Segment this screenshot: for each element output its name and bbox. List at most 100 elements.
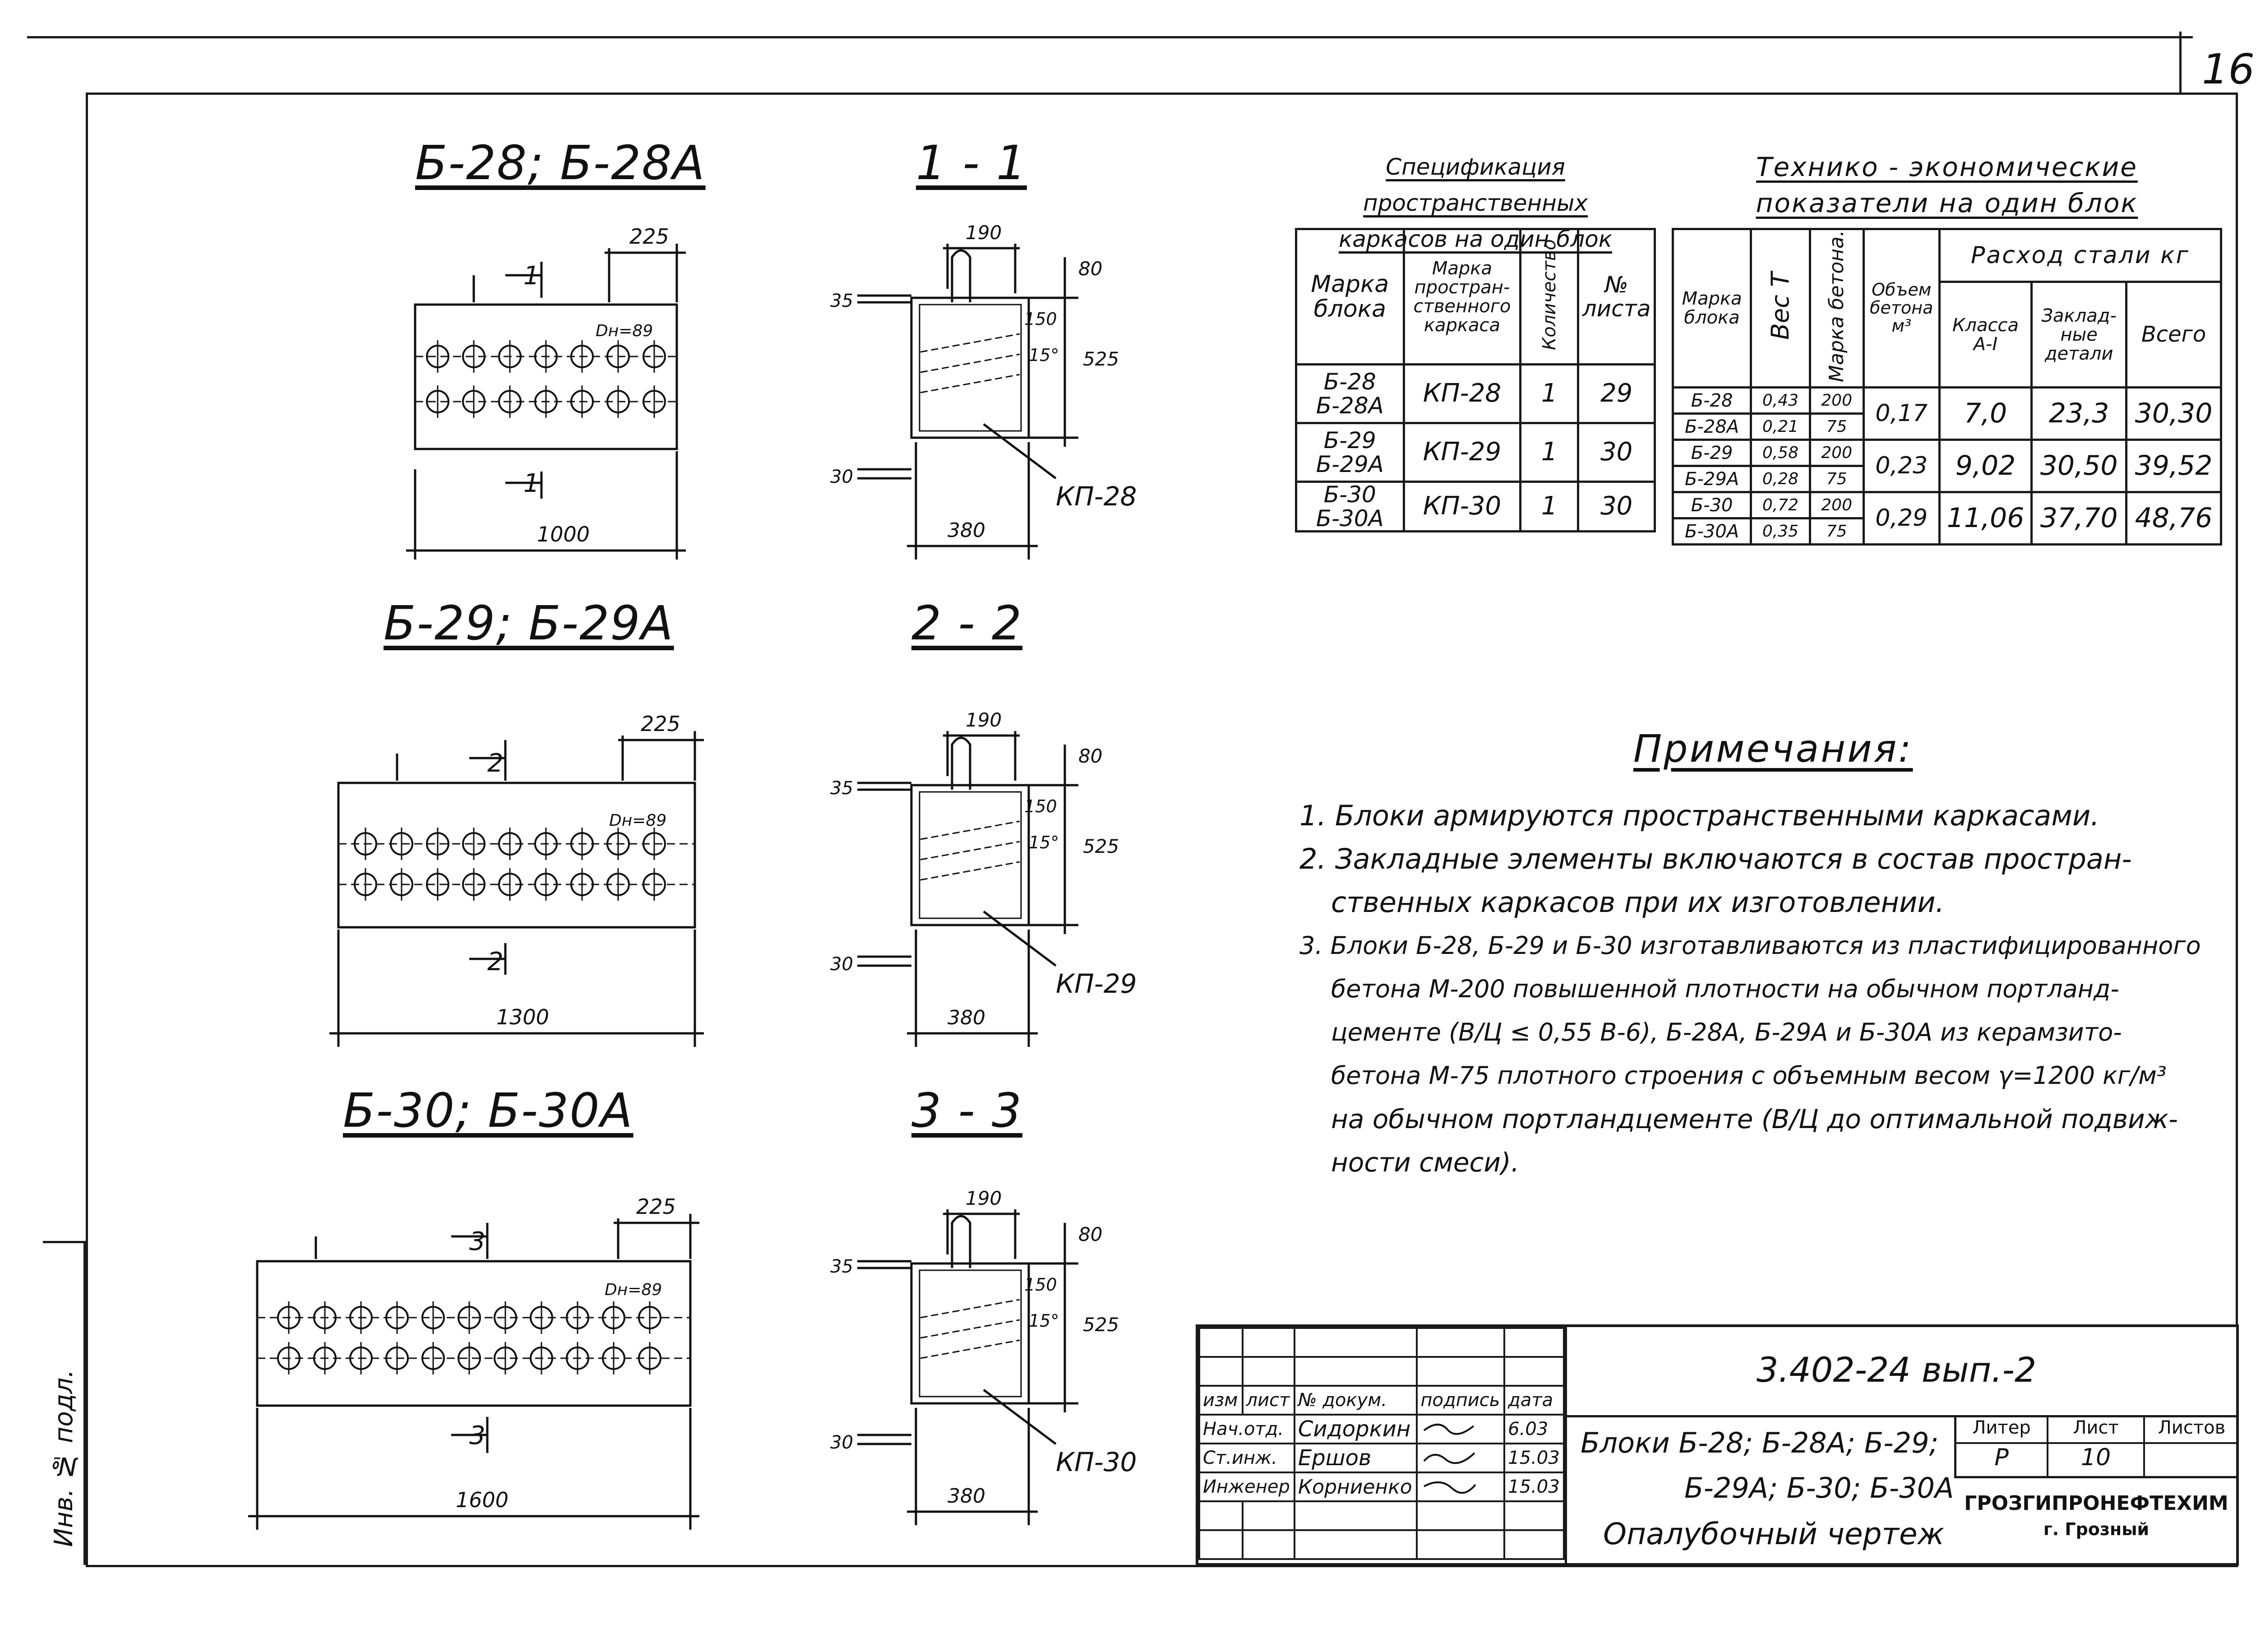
doc-code-cell: 3.402-24 вып.-2 xyxy=(1567,1327,2236,1417)
tech-cell-weight: 0,21 xyxy=(1750,412,1811,441)
inventory-label: Инв. № подл. xyxy=(49,1369,79,1547)
tech-cell-block: Б-29 xyxy=(1671,439,1752,467)
person-name: Ершов xyxy=(1293,1443,1418,1473)
drawing-title-cell: Блоки Б-28; Б-28А; Б-29; Б-29А; Б-30; Б-… xyxy=(1567,1417,1954,1563)
tech-cell-weight: 0,28 xyxy=(1750,465,1811,494)
tech-caption-line2: показатели на один блок xyxy=(1756,188,2138,218)
litera-box: Литер Лист Листов Р 10 xyxy=(1954,1417,2238,1478)
view-title-1: Б-28; Б-28А xyxy=(415,135,706,190)
view-title-3: Б-30; Б-30А xyxy=(343,1083,633,1138)
plan-diameter-label: Dн=89 xyxy=(605,1281,662,1299)
section-dim-top: 190 xyxy=(966,709,1002,731)
section-angle: 15° xyxy=(1029,833,1059,852)
spec-row: Б-28 Б-28А КП-28 1 29 xyxy=(1295,363,1656,424)
tech-cell-volume: 0,29 xyxy=(1862,491,1941,546)
section-dim-top: 190 xyxy=(966,222,1002,244)
plan-offset-dim: 225 xyxy=(641,712,680,736)
section-title-2: 2 - 2 xyxy=(911,596,1022,651)
section-dim-width: 380 xyxy=(948,519,985,542)
drawing-title-line2: Б-29А; Б-30; Б-30А xyxy=(1684,1472,1954,1504)
hdr-date: дата xyxy=(1503,1385,1565,1416)
section-dim-left-bottom: 30 xyxy=(830,467,853,487)
person-role: Нач.отд. xyxy=(1198,1414,1295,1444)
spec-cell-frame: КП-29 xyxy=(1402,422,1522,483)
tech-cell-total: 48,76 xyxy=(2125,491,2222,546)
section-dim-width: 380 xyxy=(948,1006,985,1029)
plan-view-2: 1300 225 Dн=89 2 2 xyxy=(329,712,704,1047)
section-title-1: 1 - 1 xyxy=(916,135,1027,190)
hdr-sign: подпись xyxy=(1416,1385,1506,1416)
spec-cell-block: Б-30 Б-30А xyxy=(1295,481,1405,532)
block-outline xyxy=(337,782,696,929)
section-angle: 15° xyxy=(1029,345,1059,365)
note-line: бетона М-200 повышенной плотности на обы… xyxy=(1331,975,2119,1003)
plan-diameter-label: Dн=89 xyxy=(596,322,653,340)
note-line: на обычном портландцементе (В/Ц до оптим… xyxy=(1331,1104,2178,1134)
tech-caption-line1: Технико - экономические xyxy=(1756,152,2138,182)
tech-cell-steel-class: 9,02 xyxy=(1938,439,2033,494)
person-role: Инженер xyxy=(1198,1472,1295,1502)
section-dim-top-right: 80 xyxy=(1078,258,1102,280)
section-dim-inner: 150 xyxy=(1024,796,1057,816)
section-dim-height: 525 xyxy=(1083,835,1119,857)
tech-cell-total: 30,30 xyxy=(2125,386,2222,441)
plan-offset-dim: 225 xyxy=(636,1194,676,1219)
sheet-number: 16 xyxy=(2202,45,2255,93)
view-title-2: Б-29; Б-29А xyxy=(384,596,674,651)
hdr-izm: изм xyxy=(1198,1385,1244,1416)
section-mark-top: 2 xyxy=(487,749,504,778)
spec-cell-qty: 1 xyxy=(1519,422,1580,483)
note-line: 2. Закладные элементы включаются в соста… xyxy=(1299,842,2132,875)
section-outline xyxy=(910,784,1030,926)
title-block: изм лист № докум. подпись дата Нач.отд. … xyxy=(1196,1324,2239,1566)
section-dim-inner: 150 xyxy=(1024,309,1057,329)
org-city: г. Грозный xyxy=(2043,1519,2150,1539)
tech-header-weight: Вес Т xyxy=(1750,227,1811,389)
litera-label: Литер xyxy=(1956,1417,2048,1444)
inventory-strip: Инв. № подл. xyxy=(43,1241,86,1565)
tech-caption: Технико - экономические показатели на од… xyxy=(1669,149,2224,221)
tech-cell-weight: 0,43 xyxy=(1750,386,1811,415)
org-cell: ГРОЗГИПРОНЕФТЕХИМ г. Грозный xyxy=(1956,1478,2236,1563)
section-mark-bottom: 1 xyxy=(523,469,540,498)
plan-length-dim: 1300 xyxy=(496,1005,549,1029)
section-mark-top: 3 xyxy=(469,1227,485,1256)
lists-label: Листов xyxy=(2145,1417,2238,1444)
tech-cell-volume: 0,17 xyxy=(1862,386,1941,441)
spec-cell-sheet: 29 xyxy=(1577,363,1656,424)
tech-cell-embedded: 37,70 xyxy=(2030,491,2128,546)
tech-header-embedded: Заклад-ные детали xyxy=(2030,281,2128,389)
tech-cell-weight: 0,35 xyxy=(1750,517,1811,546)
spec-caption-line1: Спецификация пространственных xyxy=(1363,154,1588,216)
section-frame-label: КП-30 xyxy=(1056,1447,1137,1477)
section-title-3: 3 - 3 xyxy=(911,1083,1022,1138)
tech-header-steel-class: Класса А-I xyxy=(1938,281,2033,389)
section-dim-inner: 150 xyxy=(1024,1275,1057,1295)
spec-cell-block: Б-29 Б-29А xyxy=(1295,422,1405,483)
tech-cell-grade: 75 xyxy=(1808,412,1865,441)
spec-cell-qty: 1 xyxy=(1519,481,1580,532)
tech-cell-block: Б-29А xyxy=(1671,465,1752,494)
section-dim-width: 380 xyxy=(948,1485,985,1508)
section-outline xyxy=(910,296,1030,439)
section-frame-label: КП-29 xyxy=(1056,968,1137,999)
section-mark-bottom: 2 xyxy=(487,947,504,976)
tech-cell-steel-class: 7,0 xyxy=(1938,386,2033,441)
drawing-frame xyxy=(86,93,2238,1567)
spec-cell-block: Б-28 Б-28А xyxy=(1295,363,1405,424)
section-dim-left-top: 35 xyxy=(830,291,853,311)
tech-cell-volume: 0,23 xyxy=(1862,439,1941,494)
spec-header-frame: Марка простран-ственного каркаса xyxy=(1402,228,1522,366)
spec-header-qty: Количество xyxy=(1519,228,1580,366)
person-signature xyxy=(1416,1414,1506,1444)
spec-cell-qty: 1 xyxy=(1519,363,1580,424)
plan-view-3: 1600 225 Dн=89 3 3 xyxy=(248,1194,699,1530)
litera-value: Р xyxy=(1956,1444,2048,1476)
plan-length-dim: 1000 xyxy=(537,522,590,546)
notes-block: 1. Блоки армируются пространственными ка… xyxy=(1299,794,2201,1184)
person-signature xyxy=(1416,1443,1506,1473)
